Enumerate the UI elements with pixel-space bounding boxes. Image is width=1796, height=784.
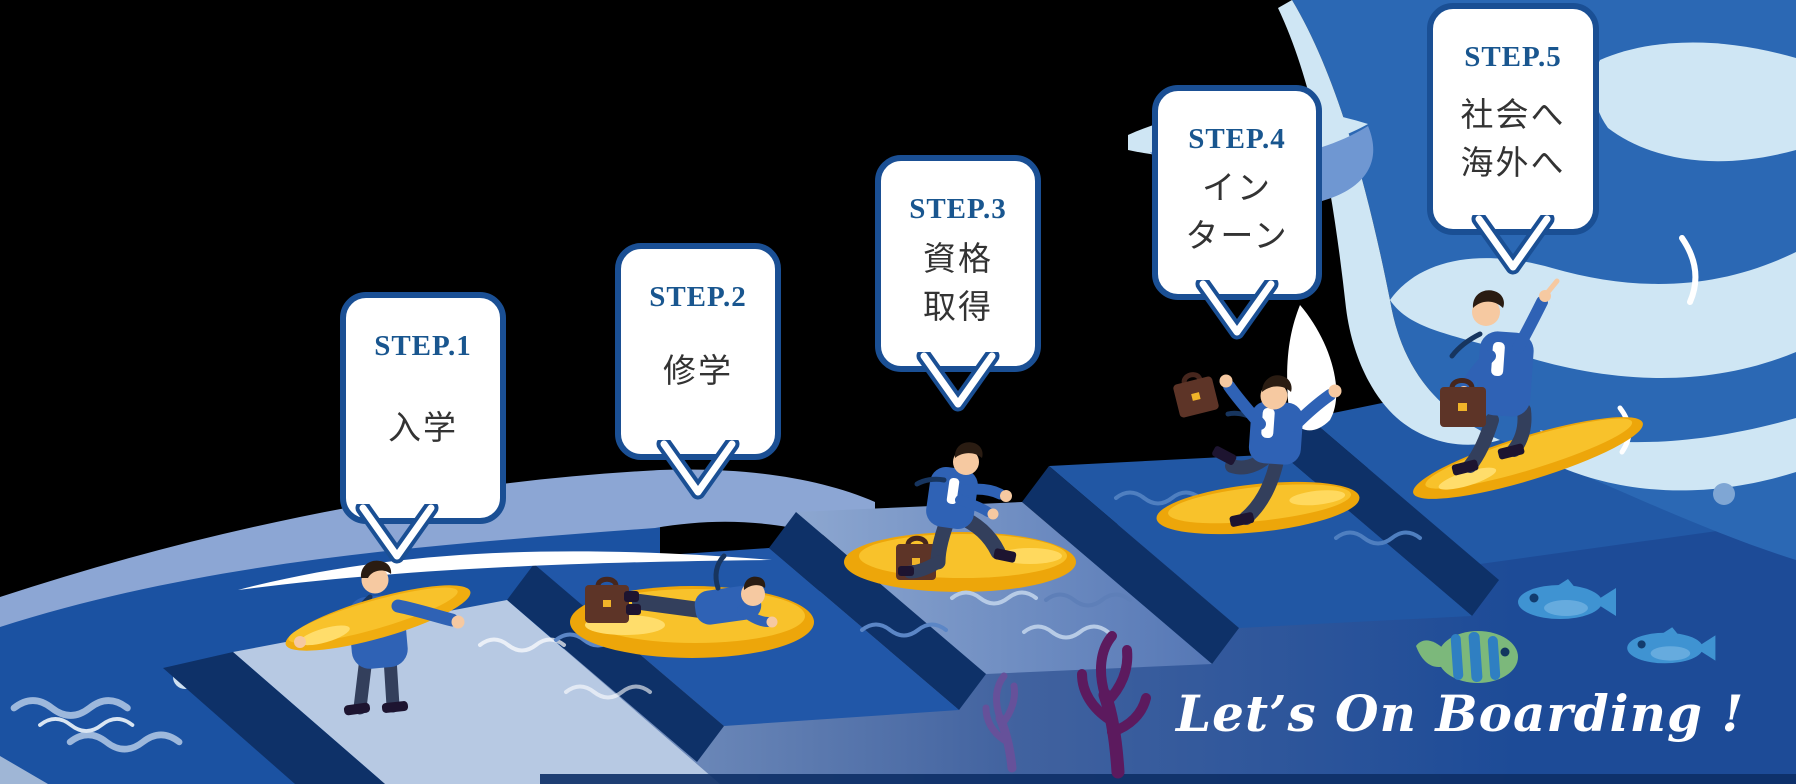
surfer-jumping	[1156, 372, 1360, 535]
head	[953, 449, 979, 475]
step-text: 社会へ 海外へ	[1461, 74, 1566, 229]
pointer-chevron-icon	[916, 352, 1000, 412]
step-label: STEP.5	[1464, 41, 1562, 73]
pointer-chevron-icon	[1195, 280, 1279, 340]
coral-icon-small	[982, 672, 1018, 773]
arc-band	[0, 469, 875, 627]
surfer-kneeling	[844, 442, 1076, 592]
briefcase-icon	[1173, 372, 1219, 418]
step-label: STEP.4	[1188, 123, 1286, 155]
clownfish-icon	[1416, 631, 1518, 683]
step-text: イン ターン	[1185, 156, 1288, 294]
step-4-riser	[1022, 466, 1239, 664]
surfer-riding-wave	[1413, 278, 1643, 499]
pointer-chevron-icon	[1471, 215, 1555, 275]
surfer-paddling	[570, 553, 814, 658]
fish-icon-2	[1627, 627, 1716, 664]
step-4-tread	[1049, 454, 1472, 628]
step-bubble-3: STEP.3 資格 取得	[875, 155, 1041, 412]
corner-wedge	[0, 756, 48, 784]
step-text-line2: 海外へ	[1460, 142, 1566, 182]
pointer-chevron-icon	[355, 504, 439, 564]
wave-foam-swirl-lower	[1540, 418, 1796, 491]
head	[1260, 382, 1288, 410]
briefcase-icon	[585, 576, 629, 623]
head	[741, 582, 765, 606]
tagline: Let’s On Boarding !	[1176, 684, 1745, 743]
step-text: 入学	[388, 363, 458, 518]
step-bubble-4: STEP.4 イン ターン	[1152, 85, 1322, 340]
briefcase-icon	[1440, 378, 1486, 427]
surfer-carrying-board	[285, 560, 471, 716]
step-text-line1: 資格	[923, 239, 993, 279]
wave-foam-top-blob	[1593, 42, 1796, 162]
step-text-line1: イン	[1201, 168, 1272, 208]
step-3-riser	[769, 512, 986, 710]
bottom-shadow-strip	[540, 774, 1796, 784]
coral-icon-large	[1077, 631, 1151, 779]
wave-bubble	[1713, 483, 1735, 505]
step-text-line1: 社会へ	[1460, 94, 1566, 134]
step-1-side-face	[163, 652, 385, 784]
step-text: 資格 取得	[923, 226, 993, 366]
step-bubble-1: STEP.1 入学	[340, 292, 506, 564]
step-label: STEP.1	[374, 330, 472, 362]
step-label: STEP.2	[649, 281, 747, 313]
head	[1472, 298, 1500, 326]
wave-white-curl-1	[1679, 235, 1699, 305]
white-swoosh	[238, 551, 772, 590]
step-2-riser	[507, 564, 724, 762]
pointer-chevron-icon	[656, 440, 740, 500]
wall-decor	[950, 579, 1716, 779]
step-5-riser	[1282, 418, 1499, 616]
wave-foam-edge	[1278, 0, 1500, 445]
step-text-line1: 修学	[663, 351, 733, 391]
step-text-line2: ターン	[1185, 216, 1289, 255]
step-text-line1: 入学	[388, 407, 458, 447]
step-bubble-5: STEP.5 社会へ 海外へ	[1427, 3, 1599, 275]
step-bubble-2: STEP.2 修学	[615, 243, 781, 500]
step-label: STEP.3	[909, 193, 1007, 225]
fish-icon-1	[1518, 579, 1616, 619]
step-text: 修学	[663, 314, 733, 454]
step-text-line2: 取得	[923, 287, 993, 326]
